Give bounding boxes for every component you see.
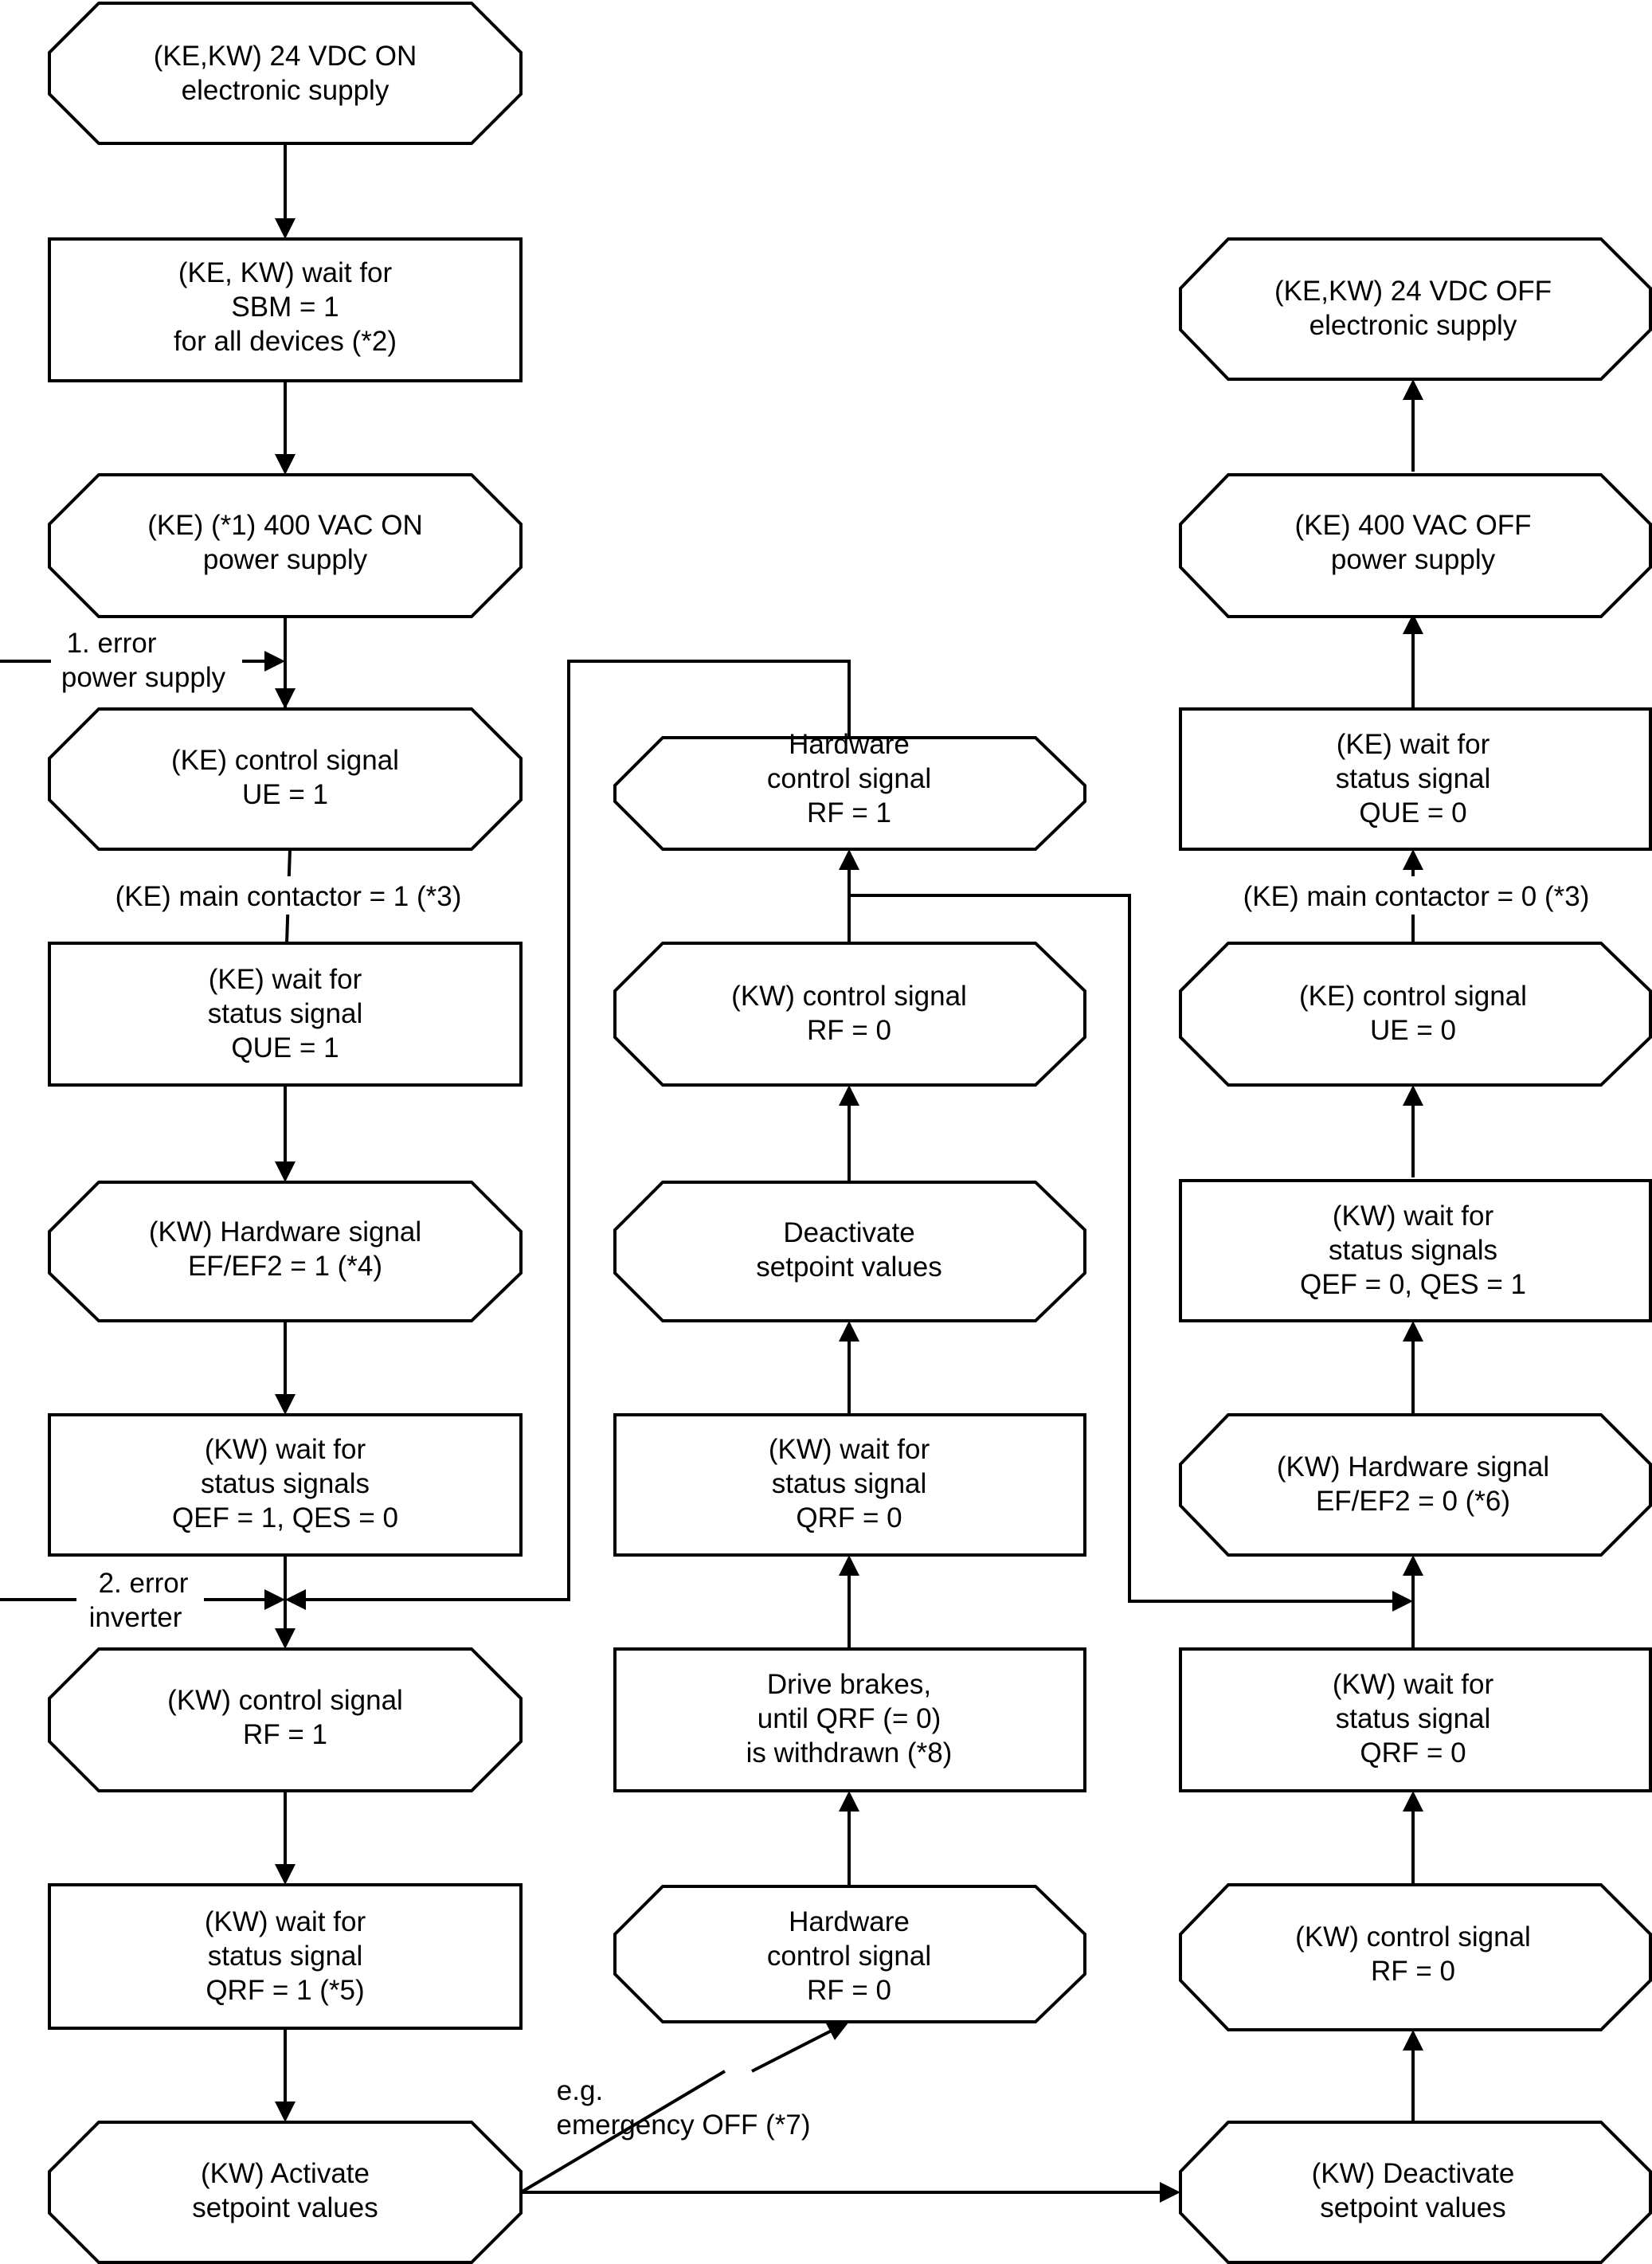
arrowhead-icon <box>1403 2030 1423 2051</box>
arrowhead-icon <box>1403 379 1423 400</box>
arrowhead-icon <box>1403 1555 1423 1576</box>
arrowhead-icon <box>1403 849 1423 870</box>
edge-hw-rf1-loop-back <box>304 660 851 1601</box>
arrowhead-icon <box>264 651 285 672</box>
arrowhead-icon <box>839 1555 859 1576</box>
arrowhead-icon <box>1403 613 1423 634</box>
arrowhead-icon <box>839 849 859 870</box>
svg-text:Drive brakes,until QRF (= 0)is: Drive brakes,until QRF (= 0)is withdrawn… <box>746 1669 953 1769</box>
label-main-contactor-off: (KE) main contactor = 0 (*3) <box>1243 881 1590 912</box>
arrowhead-icon <box>1403 1321 1423 1342</box>
arrowhead-icon <box>839 1085 859 1106</box>
arrowhead-icon <box>275 1628 296 1649</box>
arrowhead-icon <box>275 1864 296 1885</box>
arrowhead-icon <box>839 1791 859 1812</box>
arrowhead-icon <box>1392 1591 1413 1612</box>
arrowhead-icon <box>275 688 296 709</box>
arrowhead-icon <box>839 1321 859 1342</box>
arrowhead-icon <box>275 454 296 475</box>
arrowhead-icon <box>275 2101 296 2122</box>
edge-mid-branch-to-right <box>849 894 1396 1603</box>
arrowhead-icon <box>285 1589 306 1610</box>
edges <box>0 143 1423 2203</box>
arrowhead-icon <box>275 1394 296 1415</box>
arrowhead-icon <box>275 218 296 239</box>
arrowhead-icon <box>1160 2182 1180 2203</box>
arrowhead-icon <box>1403 1791 1423 1812</box>
label-emergency-off: e.g.emergency OFF (*7) <box>557 2075 811 2141</box>
arrowhead-icon <box>264 1589 285 1610</box>
edge-activate-to-hw-rf0 <box>519 2070 726 2194</box>
node-brakes: Drive brakes,until QRF (= 0)is withdrawn… <box>613 1647 1086 1792</box>
arrowhead-icon <box>825 2022 849 2040</box>
arrowhead-icon <box>1403 1085 1423 1106</box>
edge-emergency-to-hw-rf0 <box>751 2028 834 2073</box>
label-main-contactor-on: (KE) main contactor = 1 (*3) <box>115 881 462 912</box>
arrowhead-icon <box>275 1161 296 1182</box>
